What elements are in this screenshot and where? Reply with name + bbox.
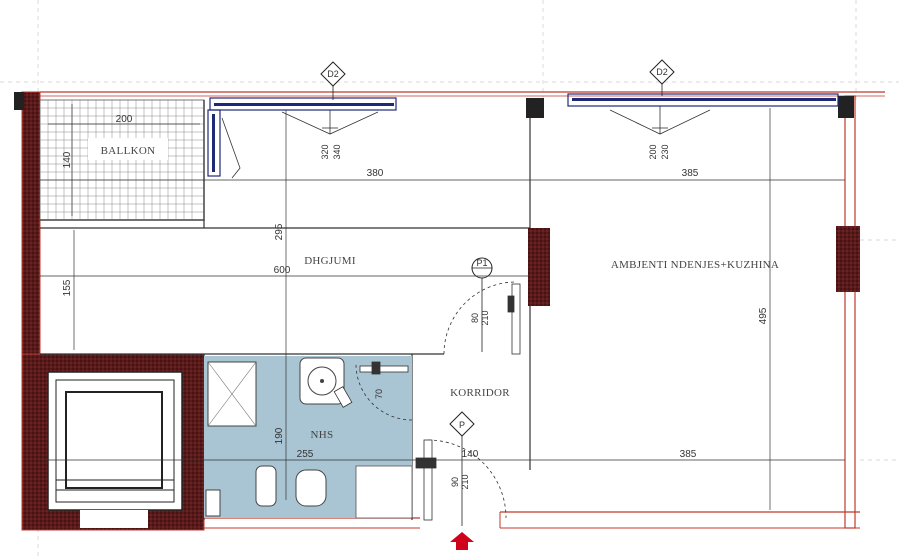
door-tag-2: P — [449, 411, 475, 526]
dim-door-p1-h: 210 — [480, 310, 490, 325]
window-living — [567, 93, 839, 135]
dim-living-width-bottom: 385 — [680, 449, 697, 460]
dim-balcony-width: 200 — [116, 114, 133, 125]
dim-entrance-h1: 90 — [450, 477, 460, 487]
bathroom-label: NHS — [311, 429, 334, 441]
dim-bath-door-width: 140 — [462, 449, 479, 460]
window-tag-2-text: D2 — [656, 67, 668, 77]
dim-left-height: 155 — [62, 279, 73, 296]
window-tag-2: D2 — [649, 59, 675, 96]
window-bedroom — [207, 97, 397, 179]
living-label: AMBJENTI NDENJES+KUZHINA — [611, 259, 779, 271]
bedroom-label: DHGJUMI — [304, 255, 356, 267]
dim-bath-height: 190 — [274, 427, 285, 444]
corridor-label: KORRIDOR — [450, 387, 510, 399]
window-tag-1-text: D2 — [327, 69, 339, 79]
bathroom: NHS — [204, 356, 413, 519]
dim-total-width: 600 — [274, 265, 291, 276]
window-tag-1: D2 — [320, 61, 346, 100]
door-tag-1-text: P1 — [476, 258, 487, 268]
dim-door-nhs: 70 — [374, 389, 384, 399]
column-top — [526, 98, 544, 118]
column-mid — [528, 228, 550, 306]
door-bathroom — [333, 361, 413, 421]
dim-window1-h2: 340 — [332, 144, 342, 159]
dim-bedroom-height: 295 — [274, 223, 285, 240]
dim-living-width-top: 385 — [682, 168, 699, 179]
dim-bedroom-width: 380 — [367, 168, 384, 179]
door-tag-1: P1 — [471, 257, 493, 352]
dim-entrance-h2: 210 — [460, 474, 470, 489]
entrance-arrow-icon — [450, 532, 474, 550]
dim-window2-h1: 200 — [648, 144, 658, 159]
dim-bath-width: 255 — [297, 449, 314, 460]
dim-living-height: 495 — [758, 307, 769, 324]
elevator-shaft — [47, 371, 183, 528]
dim-balcony-depth: 140 — [62, 151, 73, 168]
door-entrance — [415, 439, 507, 521]
door-bedroom — [443, 281, 521, 355]
balcony-label: BALLKON — [101, 145, 156, 157]
door-tag-2-text: P — [459, 420, 465, 430]
dimension-lines — [40, 104, 845, 510]
dim-window1-h1: 320 — [320, 144, 330, 159]
dim-door-p1-w: 80 — [470, 313, 480, 323]
balcony: BALLKON — [39, 99, 205, 221]
dim-window2-h2: 230 — [660, 144, 670, 159]
